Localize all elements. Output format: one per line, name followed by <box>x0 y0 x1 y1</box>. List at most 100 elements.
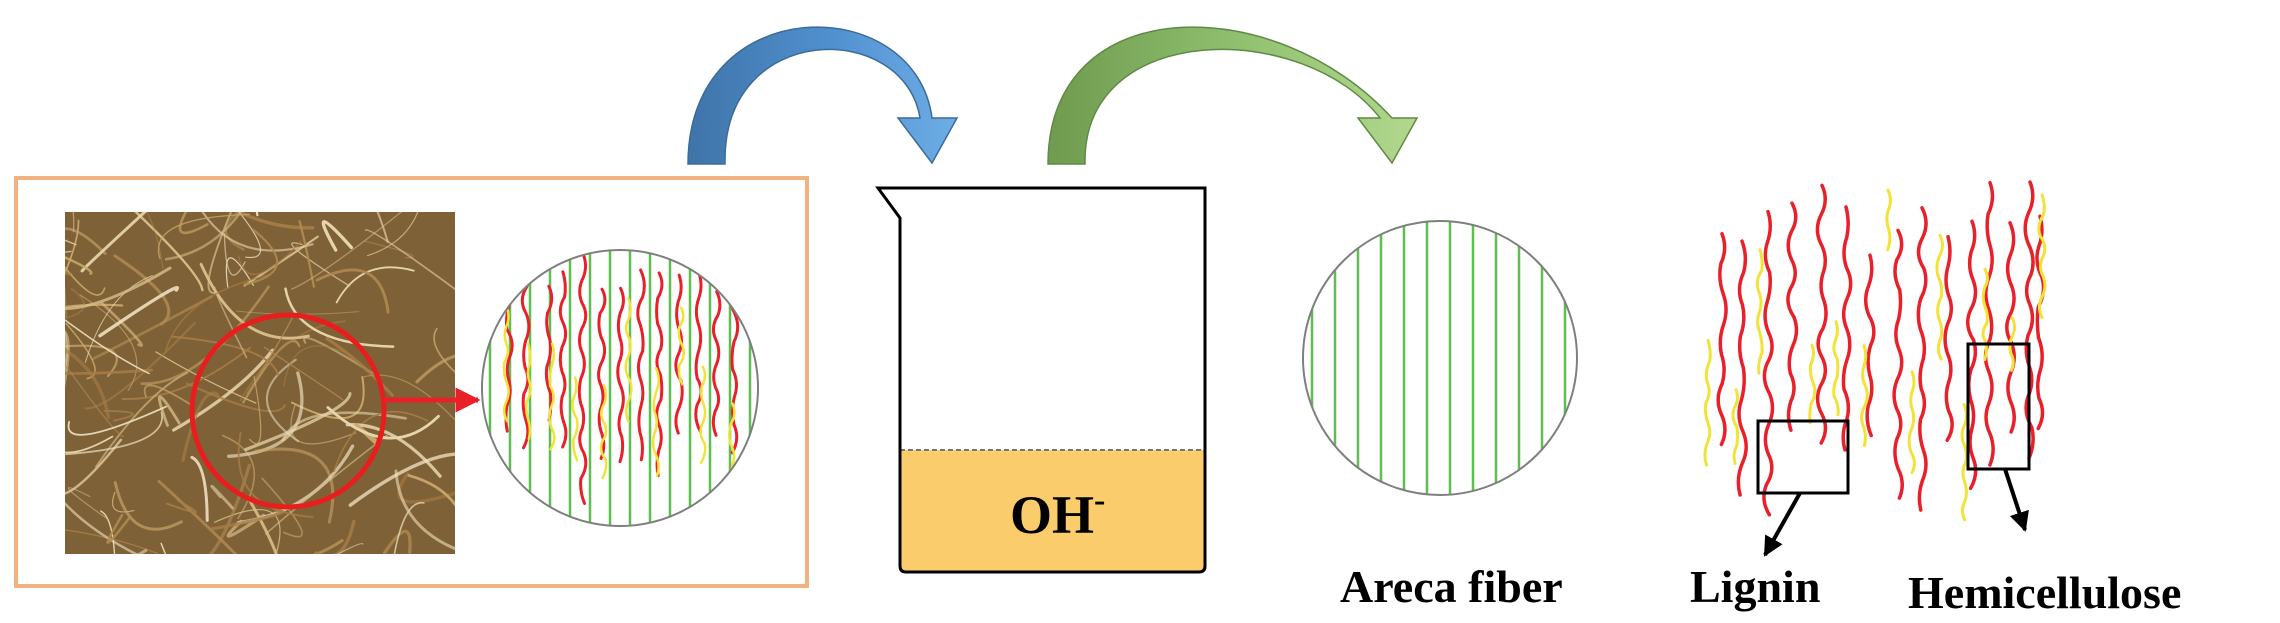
fiber-strand <box>111 491 135 513</box>
fiber-strand <box>178 212 209 235</box>
fiber-strand <box>65 501 139 554</box>
fiber-strand <box>65 227 107 255</box>
fiber-strand <box>65 368 153 375</box>
removed-lignin-fiber <box>1965 219 1978 491</box>
fiber-strand <box>291 212 403 290</box>
fiber-strand <box>136 548 148 554</box>
fiber-strand <box>157 213 251 260</box>
fiber-strand <box>376 212 389 243</box>
removed-hemicellulose-fiber <box>1832 320 1840 417</box>
removed-lignin-fiber <box>1716 232 1728 447</box>
removed-hemicellulose-fiber <box>1960 403 1969 522</box>
removed-lignin-fiber <box>2023 180 2035 460</box>
removed-hemicellulose-fiber <box>1885 188 1892 252</box>
fiber-strand <box>221 434 255 520</box>
fiber-strand <box>65 266 106 296</box>
fiber-strand <box>298 220 315 288</box>
fiber-strand <box>164 212 243 261</box>
fiber-strand <box>226 513 266 538</box>
fiber-strand <box>225 257 254 288</box>
fiber-strand <box>312 539 344 554</box>
hemicellulose-pointer-arrow <box>2003 468 2029 532</box>
removed-lignin-fiber <box>1863 253 1876 438</box>
removed-lignin-fiber <box>1815 183 1828 445</box>
fiber-strand <box>157 395 181 427</box>
highlight-circle <box>189 312 387 510</box>
hemicellulose-fiber <box>699 365 707 464</box>
fiber-strand <box>65 250 72 253</box>
fiber-strand <box>185 382 286 413</box>
hemicellulose-fiber <box>548 342 556 451</box>
removed-hemicellulose-fiber <box>1755 248 1764 375</box>
removed-lignin-fiber <box>2035 214 2046 431</box>
removed-hemicellulose-fiber <box>1731 388 1740 465</box>
fiber-strand <box>65 438 123 495</box>
removed-hemicellulose-fiber <box>1981 267 1989 362</box>
lignin-fiber <box>558 270 568 449</box>
fiber-strand <box>65 363 125 438</box>
fiber-strand <box>365 229 455 291</box>
lignin-fiber <box>616 286 625 464</box>
curved-arrow-blue-icon <box>687 26 959 165</box>
fiber-strand <box>326 406 440 440</box>
fiber-strand <box>165 274 271 351</box>
hemicellulose-fiber <box>525 342 532 441</box>
hemicellulose-fiber <box>651 366 660 477</box>
hemicellulose-fiber <box>677 306 686 386</box>
fiber-strand <box>84 275 153 363</box>
fiber-strand <box>121 346 252 400</box>
fiber-strand <box>315 268 390 314</box>
fiber-strand <box>263 346 344 401</box>
fiber-strand <box>143 384 193 407</box>
lignin-pointer-arrow <box>1763 492 1802 557</box>
lignin-fiber <box>597 287 607 460</box>
raw-fiber-zoom-circle <box>481 249 759 527</box>
removed-lignin-fiber <box>1916 206 1928 512</box>
fiber-strand <box>364 240 414 259</box>
fiber-strand <box>65 219 80 275</box>
fiber-strand <box>283 345 354 387</box>
fiber-strand <box>265 434 388 535</box>
removed-lignin-fiber <box>1736 239 1748 497</box>
removed-hemicellulose-fiber <box>1703 338 1712 467</box>
fiber-strand <box>65 287 85 319</box>
fiber-strand <box>333 411 429 473</box>
removed-hemicellulose-fiber <box>1860 344 1869 448</box>
fiber-strand <box>100 301 144 347</box>
lignin-fiber <box>655 271 664 478</box>
fiber-strand <box>256 212 259 217</box>
removed-lignin-fiber <box>1841 205 1853 452</box>
curved-arrow-green-icon <box>1047 26 1419 165</box>
lignin-fiber <box>694 270 703 434</box>
fiber-strand <box>103 409 134 422</box>
fiber-strand <box>65 411 163 456</box>
hemicellulose-label: Hemicellulose <box>1908 567 2181 618</box>
fiber-strand <box>80 212 147 273</box>
fiber-strand <box>383 530 412 554</box>
hemicellulose-fiber <box>599 384 608 480</box>
removed-lignin-fiber <box>1786 201 1799 432</box>
lignin-label: Lignin <box>1690 561 1820 612</box>
fiber-strand <box>238 212 262 259</box>
fiber-strand <box>91 295 213 361</box>
fiber-strand <box>254 447 335 524</box>
fiber-strand <box>160 542 167 554</box>
removed-hemicellulose-fiber <box>1808 343 1817 425</box>
fiber-strand <box>280 563 315 623</box>
fiber-strand <box>237 240 302 275</box>
fiber-strand <box>65 256 93 275</box>
fiber-strand <box>100 510 116 554</box>
fiber-strand <box>415 354 455 384</box>
fiber-strand <box>106 513 131 545</box>
removed-hemicellulose-fiber <box>1935 233 1944 361</box>
fiber-strand <box>166 499 197 514</box>
fiber-strand <box>65 239 77 246</box>
fiber-strand <box>335 266 415 304</box>
fiber-strand <box>236 212 315 230</box>
lignin-fiber <box>674 273 684 435</box>
fiber-strand <box>397 472 455 504</box>
fiber-strand <box>190 455 209 522</box>
fiber-strand <box>157 479 238 554</box>
lignin-fiber <box>636 268 646 462</box>
fiber-strand <box>65 344 118 378</box>
